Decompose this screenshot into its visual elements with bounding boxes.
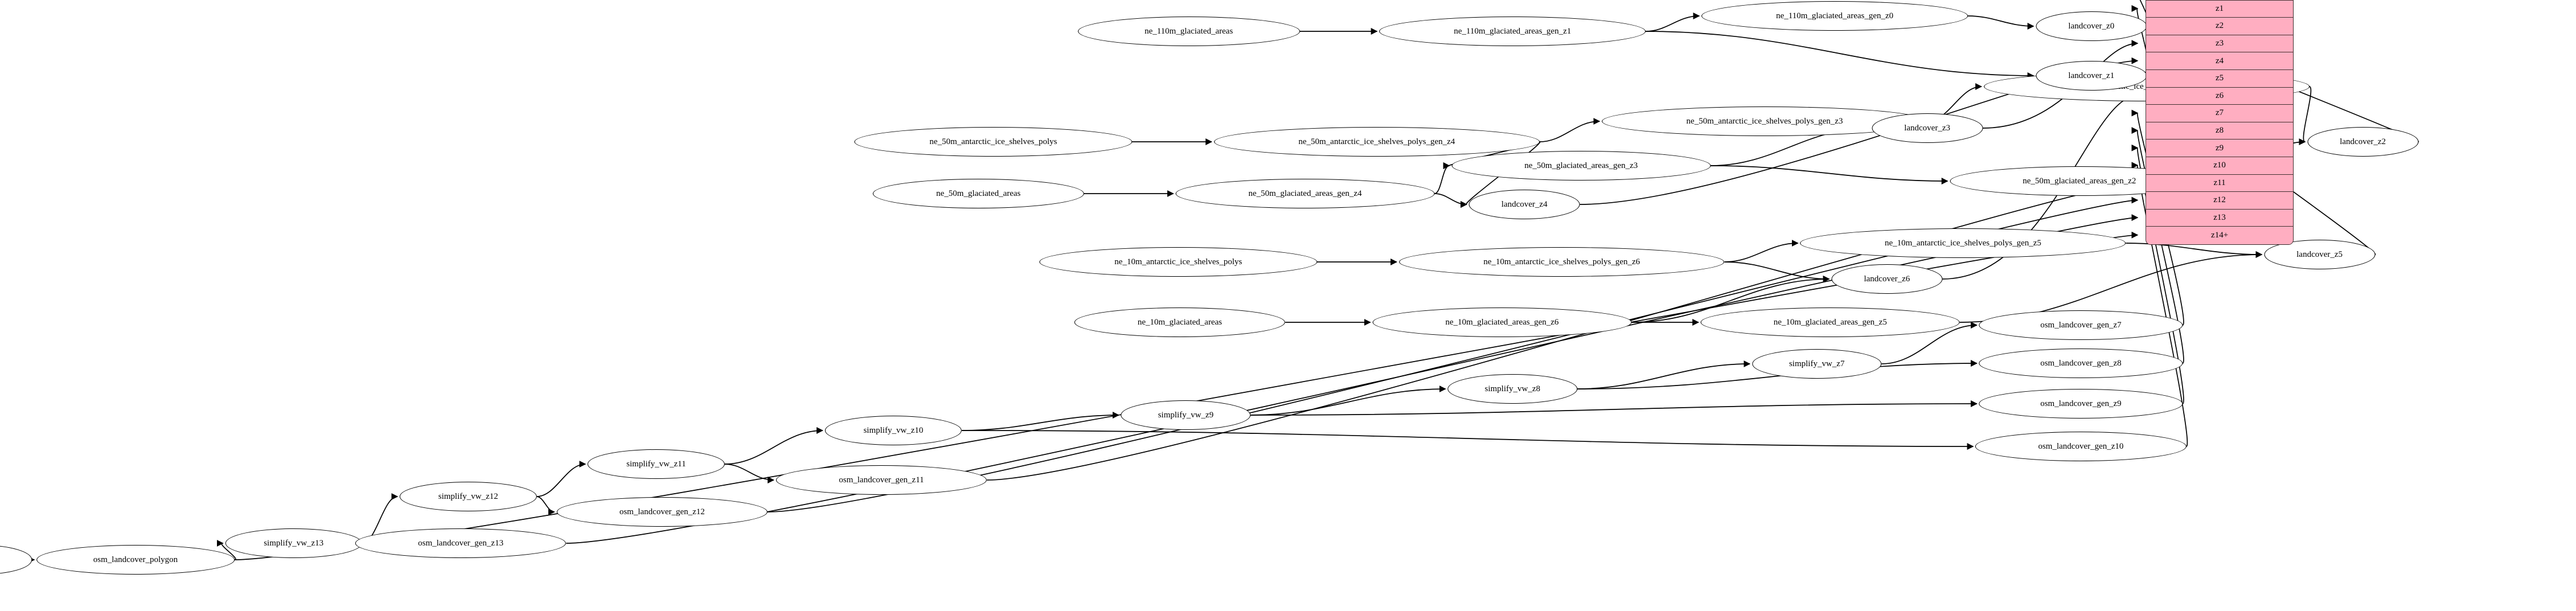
graph-node-ne_10m_glaciated_areas_gen_z6[interactable]: ne_10m_glaciated_areas_gen_z6 bbox=[1372, 307, 1632, 337]
edge-ne_110m_glaciated_areas_gen_z1-to-ne_110m_glaciated_areas_gen_z0 bbox=[1646, 13, 1700, 32]
graph-node-landcover_z2[interactable]: landcover_z2 bbox=[2307, 127, 2419, 157]
table-row-z5[interactable]: z5 bbox=[2146, 70, 2294, 88]
table-row-z10[interactable]: z10 bbox=[2146, 157, 2294, 175]
graph-node-landcover_z1[interactable]: landcover_z1 bbox=[2036, 61, 2147, 91]
graph-node-ne_10m_antarctic_ice_shelves_polys[interactable]: ne_10m_antarctic_ice_shelves_polys bbox=[1039, 247, 1318, 277]
edge-ne_110m_glaciated_areas_gen_z0-to-landcover_z0 bbox=[1968, 15, 2034, 30]
edge-simplify_vw_z11-to-simplify_vw_z10 bbox=[724, 427, 823, 465]
table-row-z12[interactable]: z12 bbox=[2146, 192, 2294, 210]
graph-node-osm_landcover_gen_z11[interactable]: osm_landcover_gen_z11 bbox=[776, 465, 987, 495]
graph-node-ne_10m_glaciated_areas_gen_z5[interactable]: ne_10m_glaciated_areas_gen_z5 bbox=[1700, 307, 1960, 337]
graph-node-ne_50m_antarctic_ice_shelves_polys_gen_z4[interactable]: ne_50m_antarctic_ice_shelves_polys_gen_z… bbox=[1213, 127, 1540, 157]
graph-node-osm_landcover_gen_z8[interactable]: osm_landcover_gen_z8 bbox=[1979, 348, 2183, 378]
table-row-z13[interactable]: z13 bbox=[2146, 209, 2294, 227]
table-row-z0[interactable]: z0 bbox=[2146, 0, 2294, 1]
edge-ne_50m_glaciated_areas_gen_z4-to-landcover_z4 bbox=[1434, 193, 1467, 208]
graph-node-ne_110m_glaciated_areas_gen_z1[interactable]: ne_110m_glaciated_areas_gen_z1 bbox=[1379, 17, 1646, 46]
graph-node-simplify_vw_z13[interactable]: simplify_vw_z13 bbox=[225, 528, 362, 558]
graph-node-ne_50m_glaciated_areas[interactable]: ne_50m_glaciated_areas bbox=[873, 179, 1084, 208]
graph-node-osm_landcover_gen_z12[interactable]: osm_landcover_gen_z12 bbox=[556, 497, 768, 527]
graph-node-simplify_vw_z8[interactable]: simplify_vw_z8 bbox=[1447, 374, 1577, 404]
table-row-z3[interactable]: z3 bbox=[2146, 35, 2294, 53]
graph-node-ne_50m_glaciated_areas_gen_z3[interactable]: ne_50m_glaciated_areas_gen_z3 bbox=[1451, 151, 1711, 181]
edge-simplify_vw_z7-to-osm_landcover_gen_z7 bbox=[1881, 322, 1978, 364]
graph-node-osm_landcover_polygon[interactable]: osm_landcover_polygon bbox=[36, 545, 235, 575]
graph-node-landcover_z4[interactable]: landcover_z4 bbox=[1469, 190, 1580, 219]
graph-node-simplify_vw_z11[interactable]: simplify_vw_z11 bbox=[588, 449, 725, 479]
edge-simplify_vw_z10-to-osm_landcover_gen_z10 bbox=[962, 430, 1974, 450]
edge-ne_50m_antarctic_ice_shelves_polys_gen_z2-to-landcover_z2 bbox=[2299, 86, 2312, 145]
table-row-z11[interactable]: z11 bbox=[2146, 174, 2294, 192]
table-row-z4[interactable]: z4 bbox=[2146, 52, 2294, 71]
edge-simplify_vw_z10-to-simplify_vw_z9 bbox=[962, 412, 1119, 431]
table-row-z6[interactable]: z6 bbox=[2146, 87, 2294, 105]
graph-node-ne_10m_glaciated_areas[interactable]: ne_10m_glaciated_areas bbox=[1074, 307, 1286, 337]
edge-ne_50m_glaciated_areas_gen_z4-to-ne_50m_glaciated_areas_gen_z3 bbox=[1434, 162, 1450, 194]
table-row-z2[interactable]: z2 bbox=[2146, 18, 2294, 35]
edge-ne_50m_antarctic_ice_shelves_polys_gen_z4-to-ne_50m_antarctic_ice_shelves_polys_gen_z3 bbox=[1539, 118, 1601, 142]
graph-node-osm_landcover_gen_z7[interactable]: osm_landcover_gen_z7 bbox=[1979, 310, 2183, 340]
edge-simplify_vw_z12-to-osm_landcover_gen_z12 bbox=[536, 496, 555, 515]
graph-node-osm_landcover_gen_z10[interactable]: osm_landcover_gen_z10 bbox=[1975, 432, 2187, 461]
graph-node-ne_50m_glaciated_areas_gen_z4[interactable]: ne_50m_glaciated_areas_gen_z4 bbox=[1175, 179, 1435, 208]
graph-node-simplify_vw_z7[interactable]: simplify_vw_z7 bbox=[1752, 349, 1882, 379]
graph-node-landcover_z0[interactable]: landcover_z0 bbox=[2036, 11, 2147, 41]
table-row-z7[interactable]: z7 bbox=[2146, 105, 2294, 122]
edge-ne_10m_glaciated_areas_gen_z6-to-landcover_z6 bbox=[1631, 276, 1830, 323]
graph-node-ne_10m_antarctic_ice_shelves_polys_gen_z6[interactable]: ne_10m_antarctic_ice_shelves_polys_gen_z… bbox=[1398, 247, 1725, 277]
graph-node-landcover_z6[interactable]: landcover_z6 bbox=[1831, 264, 1943, 294]
edge-ne_10m_antarctic_ice_shelves_polys_gen_z6-to-landcover_z6 bbox=[1724, 261, 1830, 282]
edge-ne_10m_antarctic_ice_shelves_polys_gen_z5-to-landcover_z5 bbox=[2126, 243, 2263, 258]
edge-simplify_vw_z8-to-simplify_vw_z7 bbox=[1577, 360, 1751, 389]
graph-node-ne_50m_antarctic_ice_shelves_polys[interactable]: ne_50m_antarctic_ice_shelves_polys bbox=[854, 127, 1133, 157]
edge-osm_landcover_gen_z9-to-layer_landcover_z9 bbox=[2131, 145, 2184, 404]
graph-node-simplify_vw_z12[interactable]: simplify_vw_z12 bbox=[400, 482, 537, 511]
table-node-layer-landcover[interactable]: layer_landcoverz0z1z2z3z4z5z6z7z8z9z10z1… bbox=[2146, 0, 2294, 245]
edge-osm_landcover_gen_z8-to-layer_landcover_z8 bbox=[2131, 127, 2184, 364]
graph-node-simplify_vw_z9[interactable]: simplify_vw_z9 bbox=[1121, 400, 1251, 430]
graph-node-osm_landcover_gen_z9[interactable]: osm_landcover_gen_z9 bbox=[1979, 389, 2183, 419]
edge-simplify_vw_z12-to-simplify_vw_z11 bbox=[536, 461, 586, 497]
graph-node-ne_110m_glaciated_areas[interactable]: ne_110m_glaciated_areas bbox=[1077, 17, 1300, 46]
edge-ne_110m_glaciated_areas_gen_z1-to-landcover_z1 bbox=[1646, 31, 2034, 79]
table-row-z14plus[interactable]: z14+ bbox=[2146, 227, 2294, 244]
edge-simplify_vw_z8-to-osm_landcover_gen_z8 bbox=[1577, 360, 1978, 389]
edge-simplify_vw_z11-to-osm_landcover_gen_z11 bbox=[724, 464, 774, 483]
edge-ne_10m_antarctic_ice_shelves_polys_gen_z6-to-ne_10m_antarctic_ice_shelves_polys_gen_z5 bbox=[1724, 240, 1799, 263]
graph-node-ne_110m_glaciated_areas_gen_z0[interactable]: ne_110m_glaciated_areas_gen_z0 bbox=[1701, 1, 1968, 31]
graph-node-landcover_z3[interactable]: landcover_z3 bbox=[1872, 113, 1983, 143]
table-row-z8[interactable]: z8 bbox=[2146, 122, 2294, 140]
graph-node-ne_10m_antarctic_ice_shelves_polys_gen_z5[interactable]: ne_10m_antarctic_ice_shelves_polys_gen_z… bbox=[1800, 228, 2126, 258]
graph-node-simplify_vw_z10[interactable]: simplify_vw_z10 bbox=[825, 416, 962, 445]
edge-simplify_vw_z9-to-osm_landcover_gen_z9 bbox=[1250, 400, 1978, 416]
edge-simplify_vw_z9-to-simplify_vw_z8 bbox=[1250, 386, 1446, 416]
table-row-z1[interactable]: z1 bbox=[2146, 0, 2294, 18]
table-row-z9[interactable]: z9 bbox=[2146, 140, 2294, 157]
graph-node-osm_landcover_gen_z13[interactable]: osm_landcover_gen_z13 bbox=[355, 528, 567, 558]
edge-ne_50m_glaciated_areas_gen_z3-to-ne_50m_glaciated_areas_gen_z2 bbox=[1711, 165, 1949, 184]
